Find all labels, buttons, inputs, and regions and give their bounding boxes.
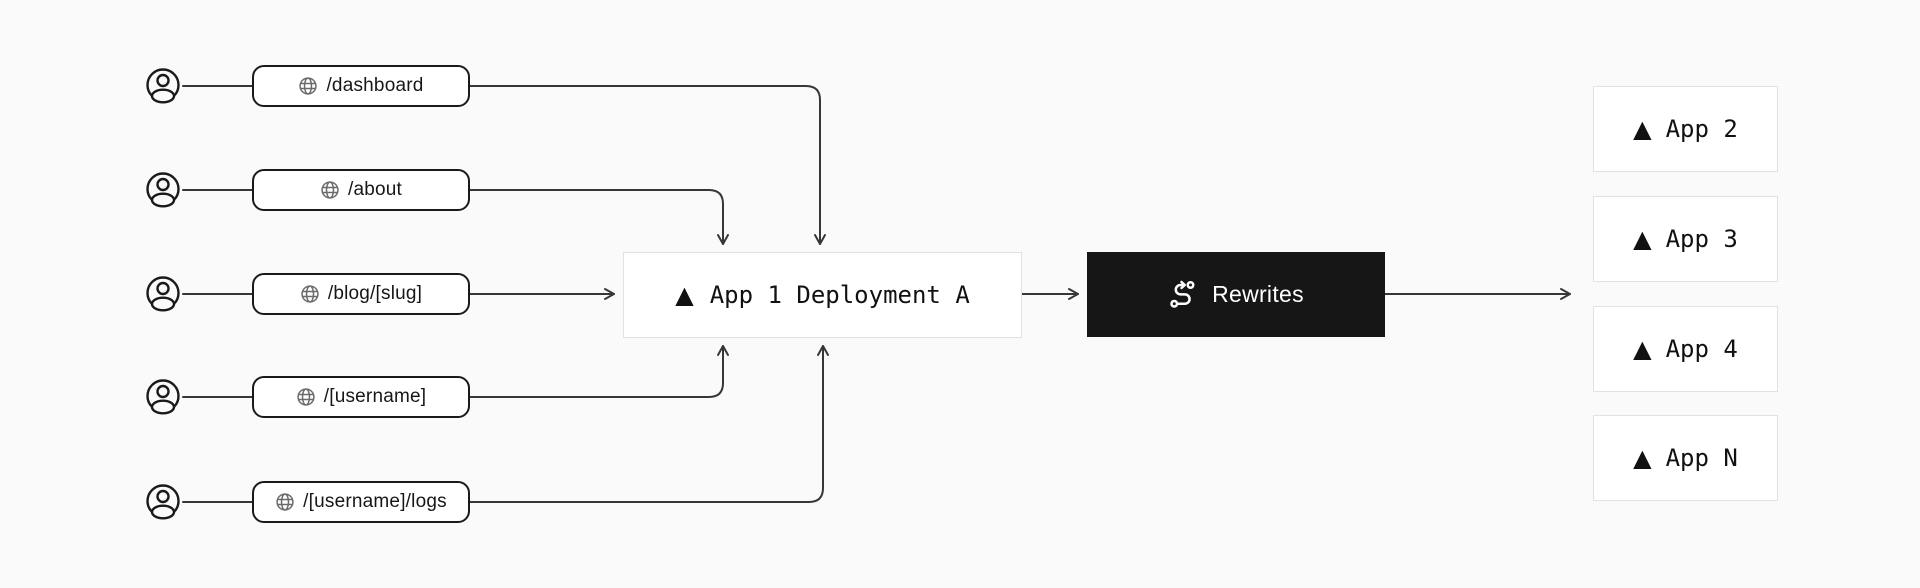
- vercel-triangle-icon: ▲: [1633, 335, 1652, 363]
- route-icon: [1170, 280, 1195, 308]
- connector-about-to-app1: [469, 189, 729, 245]
- globe-icon: [321, 181, 339, 199]
- user-icon: [143, 482, 183, 522]
- globe-icon: [276, 493, 294, 511]
- app2-node: ▲ App 2: [1593, 86, 1778, 172]
- route-pill-username: /[username]: [252, 376, 470, 418]
- app-label: App N: [1665, 444, 1738, 472]
- deployment-label: App 1 Deployment A: [709, 281, 970, 309]
- user-icon: [143, 170, 183, 210]
- route-label: /[username]/logs: [303, 491, 447, 512]
- user-icon: [143, 377, 183, 417]
- rewrites-label: Rewrites: [1212, 281, 1304, 307]
- connector-logs-to-app1: [469, 345, 829, 503]
- route-pill-about: /about: [252, 169, 470, 211]
- vercel-triangle-icon: ▲: [1633, 115, 1652, 143]
- connector-dashboard-to-app1: [469, 85, 826, 245]
- globe-icon: [301, 285, 319, 303]
- route-pill-blog-slug: /blog/[slug]: [252, 273, 470, 315]
- app-label: App 3: [1665, 225, 1738, 253]
- route-pill-dashboard: /dashboard: [252, 65, 470, 107]
- app-label: App 2: [1665, 115, 1738, 143]
- route-label: /[username]: [323, 386, 427, 407]
- app4-node: ▲ App 4: [1593, 306, 1778, 392]
- route-label: /dashboard: [326, 75, 424, 96]
- vercel-triangle-icon: ▲: [1633, 225, 1652, 253]
- route-label: /about: [347, 179, 403, 200]
- app1-deployment-node: ▲ App 1 Deployment A: [623, 252, 1022, 338]
- user-icon: [143, 66, 183, 106]
- globe-icon: [297, 388, 315, 406]
- globe-icon: [299, 77, 318, 95]
- vercel-triangle-icon: ▲: [675, 281, 694, 309]
- rewrites-node: Rewrites: [1087, 252, 1385, 337]
- user-icon: [143, 274, 183, 314]
- route-label: /blog/[slug]: [327, 283, 423, 304]
- appN-node: ▲ App N: [1593, 415, 1778, 501]
- app3-node: ▲ App 3: [1593, 196, 1778, 282]
- app-label: App 4: [1665, 335, 1738, 363]
- connector-username-to-app1: [469, 345, 729, 398]
- vercel-triangle-icon: ▲: [1633, 444, 1652, 472]
- route-pill-username-logs: /[username]/logs: [252, 481, 470, 523]
